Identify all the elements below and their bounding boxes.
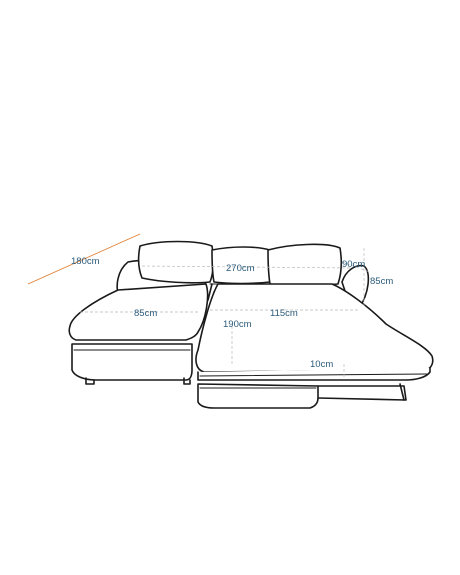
label-bed-width: 115cm [270,308,298,319]
label-mattress-thickness: 10cm [310,359,333,370]
label-total-width: 270cm [226,263,255,274]
sofa-drawing [68,240,434,409]
bed-base-drawer [197,383,319,409]
chaise-seat-cushion [68,283,209,341]
label-bed-length: 190cm [223,319,252,330]
back-cushion-right [267,243,343,287]
label-seat-depth: 90cm [342,259,365,270]
bed-mattress [195,283,434,373]
label-height: 85cm [370,276,393,287]
dimension-line-depth-chaise [27,233,141,285]
bed-frame [197,367,431,381]
dimension-labels: 180cm 270cm 90cm 85cm 85cm 115cm 190cm 1… [71,256,393,370]
dimension-lines [27,233,371,378]
label-depth-chaise: 180cm [71,256,100,267]
back-cushion-left [137,240,215,284]
chaise-base [71,343,193,381]
label-chaise-width: 85cm [134,308,157,319]
